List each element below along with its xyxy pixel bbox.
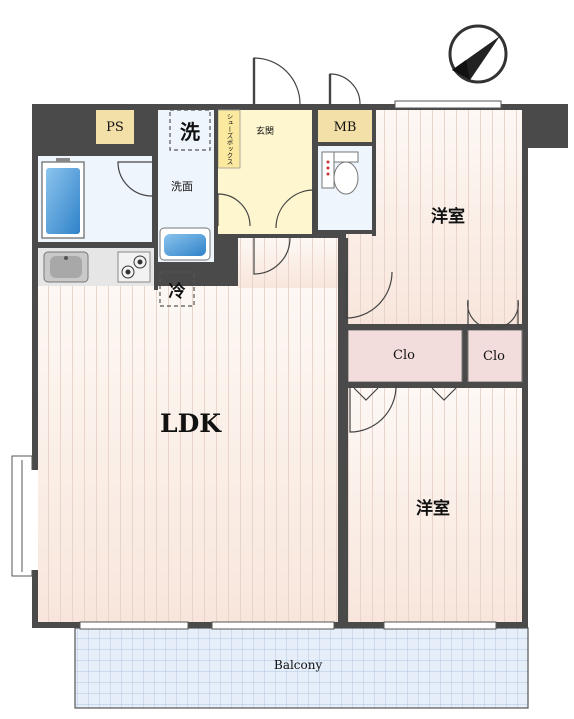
windows [11, 100, 502, 630]
compass-icon [448, 24, 508, 84]
balcony [74, 627, 529, 709]
doors [117, 57, 519, 433]
appliance-boxes [159, 109, 211, 307]
room-label-closet-left: Clo [393, 348, 415, 363]
sink-counter [43, 251, 89, 283]
tag-refrigerator: 冷 [168, 281, 186, 302]
room-label-western-lower: 洋室 [416, 499, 450, 519]
tag-meter-box: MB [333, 119, 357, 135]
stove-icon [117, 251, 151, 283]
room-label-ldk: LDK [160, 409, 221, 438]
bathtub [41, 158, 85, 239]
floors [38, 109, 523, 628]
room-label-western-upper: 洋室 [431, 207, 465, 227]
room-label-closet-right: Clo [483, 349, 505, 364]
tag-shoe-box: シューズボックス [225, 113, 233, 165]
tag-washer: 洗 [180, 119, 200, 144]
tag-pipe-space: PS [106, 119, 124, 135]
toilet-icon [321, 151, 359, 195]
room-label-entrance: 玄関 [256, 127, 275, 137]
room-label-balcony: Balcony [274, 658, 323, 672]
room-label-washroom: 洗面 [171, 180, 193, 193]
partitions [36, 108, 376, 290]
vanity-sink [159, 227, 211, 261]
